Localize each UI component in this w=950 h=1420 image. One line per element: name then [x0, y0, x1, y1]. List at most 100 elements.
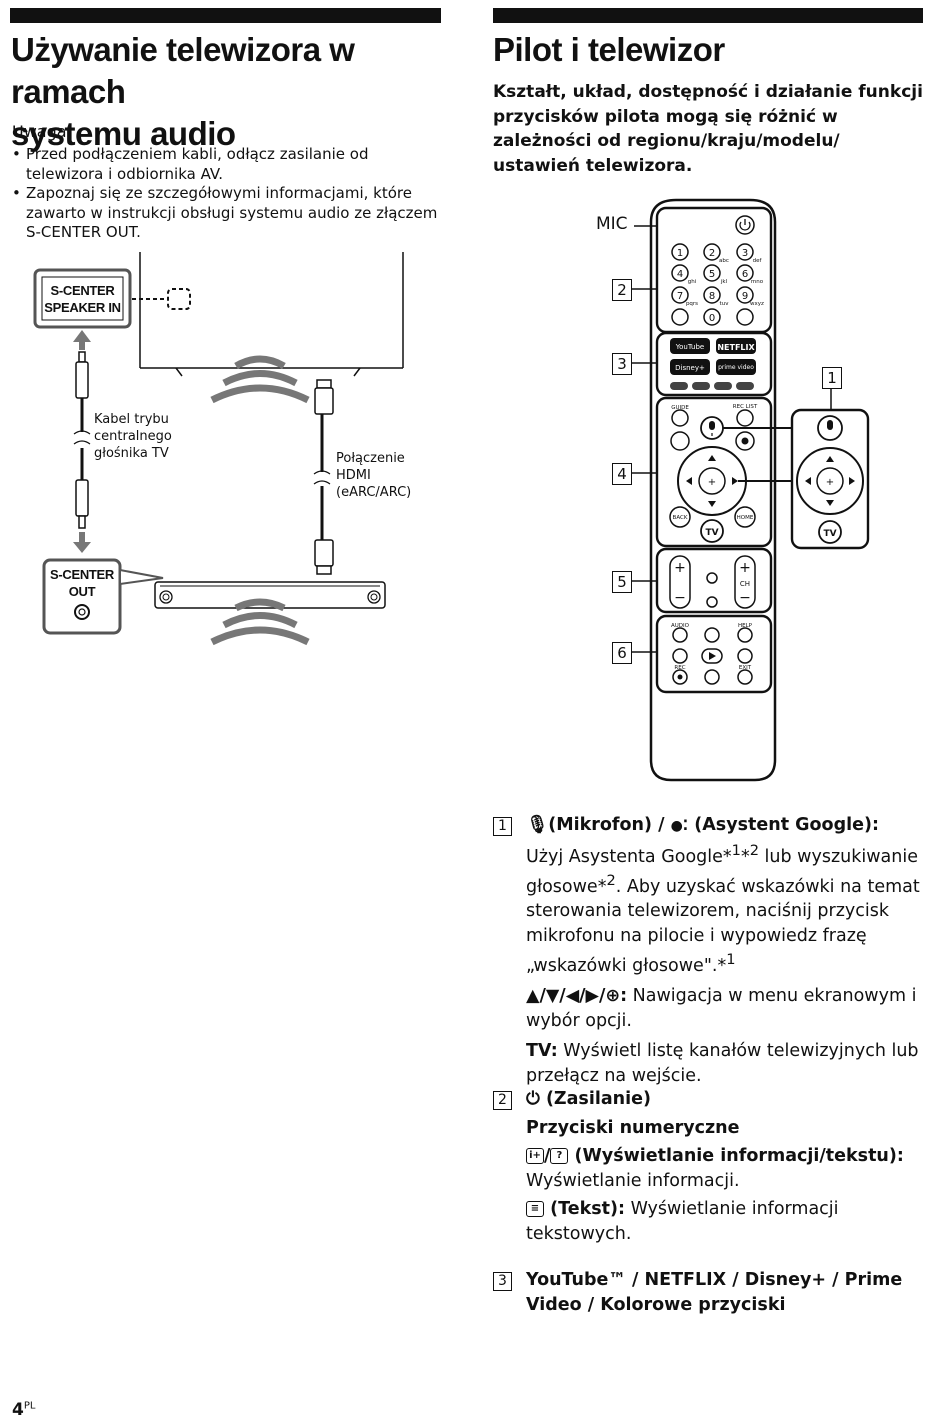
- power-icon: ⏻: [526, 1089, 540, 1109]
- remote-control-illustration: .rb { fill:#fff; stroke:#111; stroke-wid…: [632, 198, 870, 782]
- input-button: [670, 431, 690, 451]
- svg-text:BACK: BACK: [673, 515, 688, 521]
- soundbar-sound-waves: [210, 598, 310, 646]
- soundbar: [154, 581, 386, 609]
- svg-text:HOME: HOME: [737, 515, 754, 521]
- tv-outline: [139, 252, 404, 377]
- digit-label: 0: [709, 313, 715, 324]
- svg-text:+: +: [674, 560, 686, 576]
- svg-text:+: +: [826, 477, 834, 488]
- digit-letters: mno: [751, 279, 764, 285]
- remote-section-label-2: 2: [612, 279, 632, 301]
- svg-text:REC LIST: REC LIST: [733, 404, 758, 410]
- tv-jack-marker: [167, 288, 191, 310]
- netflix-button: [716, 338, 756, 354]
- volume-rocker: [669, 555, 691, 609]
- svg-text:GUIDE: GUIDE: [671, 405, 689, 411]
- guide-small-button: [706, 572, 718, 584]
- prime-video-button: [716, 359, 756, 375]
- red-button: [670, 382, 688, 390]
- digit-letters: wxyz: [750, 301, 764, 307]
- hdmi-cable: [314, 379, 334, 575]
- svg-text:AUDIO: AUDIO: [671, 623, 690, 629]
- info-icon: i+: [526, 1148, 544, 1164]
- digit-button: [736, 243, 754, 261]
- digit-button: [703, 243, 721, 261]
- yellow-button: [714, 382, 732, 390]
- svg-text:Disney+: Disney+: [675, 364, 705, 372]
- back-button: [669, 506, 691, 528]
- exit-button: [737, 669, 753, 685]
- audio-connection-diagram: [33, 252, 404, 646]
- green-button: [692, 382, 710, 390]
- digit-button: [671, 286, 689, 304]
- svg-text:NETFLIX: NETFLIX: [717, 343, 755, 352]
- home-button: [734, 506, 756, 528]
- digit-label: 8: [709, 291, 715, 302]
- rewind-button: [672, 648, 688, 664]
- digit-button: [671, 243, 689, 261]
- svg-text:TV: TV: [705, 528, 718, 538]
- item-number: 1: [493, 817, 512, 836]
- right-header-bar: [493, 8, 923, 23]
- digit-letters: def: [753, 258, 763, 264]
- digit-button: [671, 264, 689, 282]
- digit-label: 7: [677, 291, 683, 302]
- text-icon: ≡: [526, 1201, 544, 1217]
- description-item-3: 3 YouTube™ / NETFLIX / Disney+ / Prime V…: [493, 1268, 933, 1323]
- info-button: [671, 308, 689, 326]
- microphone-icon: 🎙: [526, 815, 549, 835]
- enter-button: [698, 467, 726, 495]
- svg-text:+: +: [708, 477, 716, 488]
- svg-text:CH: CH: [740, 580, 750, 588]
- digit-label: 4: [677, 269, 683, 280]
- digit-label: 3: [742, 248, 748, 259]
- digit-button: [703, 308, 721, 326]
- digit-button: [703, 286, 721, 304]
- enter-icon: ⊕: [605, 986, 621, 1007]
- svg-text:HELP: HELP: [738, 623, 753, 629]
- text-button: [736, 308, 754, 326]
- remote-section-label-6: 6: [612, 642, 632, 664]
- remote-section-label-1: 1: [822, 367, 842, 389]
- help-button: [737, 627, 753, 643]
- svg-text:−: −: [739, 590, 751, 606]
- digit-letters: pqrs: [686, 301, 698, 307]
- remote-section-label-3: 3: [612, 353, 632, 375]
- remote-section-label-4: 4: [612, 463, 632, 485]
- rec-list-button: [736, 409, 754, 427]
- audio-button: [672, 627, 688, 643]
- mic-label: MIC: [596, 214, 628, 234]
- remote-lead-text: Kształt, układ, dostępność i działanie f…: [493, 82, 923, 176]
- help-question-icon: ?: [550, 1148, 569, 1164]
- subtitle-button: [704, 627, 720, 643]
- center-speaker-cable: [75, 351, 89, 529]
- description-item-2: 2 ⏻ (Zasilanie) Przyciski numeryczne i+/…: [493, 1087, 933, 1252]
- remote-section-label-5: 5: [612, 571, 632, 593]
- channel-rocker: [734, 555, 756, 609]
- svg-text:REC: REC: [674, 665, 685, 671]
- tv-button: [700, 519, 724, 543]
- forward-button: [737, 648, 753, 664]
- digit-label: 6: [742, 269, 748, 280]
- description-item-1: 1 🎙(Mikrofon) / ●⁚ (Asystent Google): Uż…: [493, 813, 933, 1094]
- tv-sound-waves: [210, 355, 310, 404]
- note-title: Uwaga: [12, 122, 67, 141]
- digit-letters: abc: [719, 258, 729, 264]
- youtube-button: [670, 338, 710, 354]
- svg-text:TV: TV: [823, 529, 836, 539]
- left-header-bar: [10, 8, 441, 23]
- google-assistant-icon: ●⁚: [670, 818, 689, 834]
- pause-button: [704, 669, 720, 685]
- digit-button: [736, 264, 754, 282]
- digit-label: 1: [677, 248, 683, 259]
- item-number: 3: [493, 1272, 512, 1291]
- note-item: Zapoznaj się ze szczegółowymi informacja…: [12, 184, 442, 243]
- digit-label: 5: [709, 269, 715, 280]
- note-list: Przed podłączeniem kabli, odłącz zasilan…: [12, 145, 442, 243]
- mute-button: [706, 596, 718, 608]
